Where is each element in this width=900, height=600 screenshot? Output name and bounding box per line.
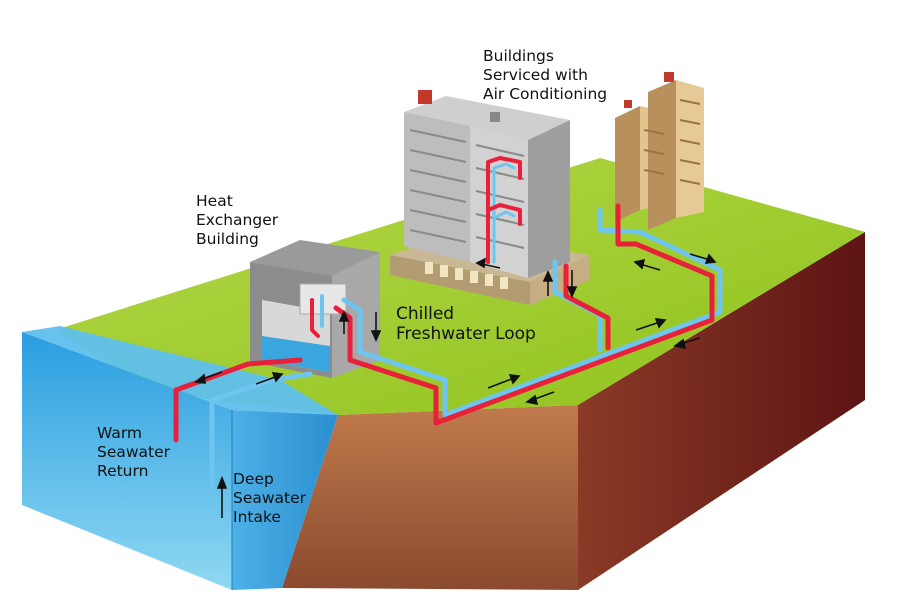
arrow-right-icon	[255, 372, 284, 385]
water-front-face	[22, 332, 232, 590]
arrow-down-icon	[370, 312, 382, 342]
label-heat-exchanger: Heat Exchanger Building	[196, 192, 278, 249]
office-branch-red	[563, 263, 611, 351]
warm-return-pipe	[173, 357, 303, 443]
arrow-left-icon	[475, 257, 501, 269]
ground-side-face	[578, 232, 865, 590]
label-line: Air Conditioning	[483, 85, 608, 103]
arrow-left-icon	[633, 258, 661, 271]
arrow-left-icon	[194, 371, 223, 384]
label-line: Return	[97, 462, 149, 480]
label-line: Warm	[97, 424, 143, 442]
label-line: Building	[196, 230, 259, 248]
label-line: Buildings	[483, 47, 554, 65]
label-line: Serviced with	[483, 66, 588, 84]
water-side-face	[232, 410, 338, 590]
arrow-right-icon	[635, 318, 667, 331]
arrow-left-icon	[525, 391, 555, 406]
flow-arrows	[194, 253, 717, 518]
label-line: Heat	[196, 192, 233, 210]
label-warm-return: Warm Seawater Return	[97, 424, 170, 481]
arrow-down-icon	[566, 270, 578, 298]
label-line: Seawater	[97, 443, 171, 461]
label-line: Intake	[233, 508, 281, 526]
arrow-left-icon	[673, 337, 701, 350]
water-top	[22, 326, 338, 415]
arrow-right-icon	[487, 374, 521, 389]
chilled-return-pipe	[333, 203, 715, 426]
seawater-body	[22, 326, 338, 590]
label-line: Exchanger	[196, 211, 279, 229]
label-line: Seawater	[233, 489, 307, 507]
office-riser	[486, 156, 522, 264]
ground-front-face	[282, 405, 578, 590]
arrow-up-icon	[542, 270, 554, 296]
pipe-network	[173, 156, 723, 488]
label-line: Chilled	[396, 304, 455, 324]
label-line: Freshwater Loop	[396, 324, 536, 344]
heat-exchanger-building	[250, 240, 380, 378]
label-chilled-loop: Chilled Freshwater Loop	[396, 304, 536, 344]
label-line: Deep	[233, 470, 274, 488]
arrow-up-icon	[338, 310, 350, 334]
arrow-right-icon	[689, 253, 717, 264]
label-buildings-serviced: Buildings Serviced with Air Conditioning	[483, 47, 607, 104]
arrow-up-icon	[216, 475, 228, 518]
deep-intake-pipe	[209, 371, 313, 488]
residential-towers	[615, 72, 704, 230]
label-deep-intake: Deep Seawater Intake	[233, 470, 306, 527]
